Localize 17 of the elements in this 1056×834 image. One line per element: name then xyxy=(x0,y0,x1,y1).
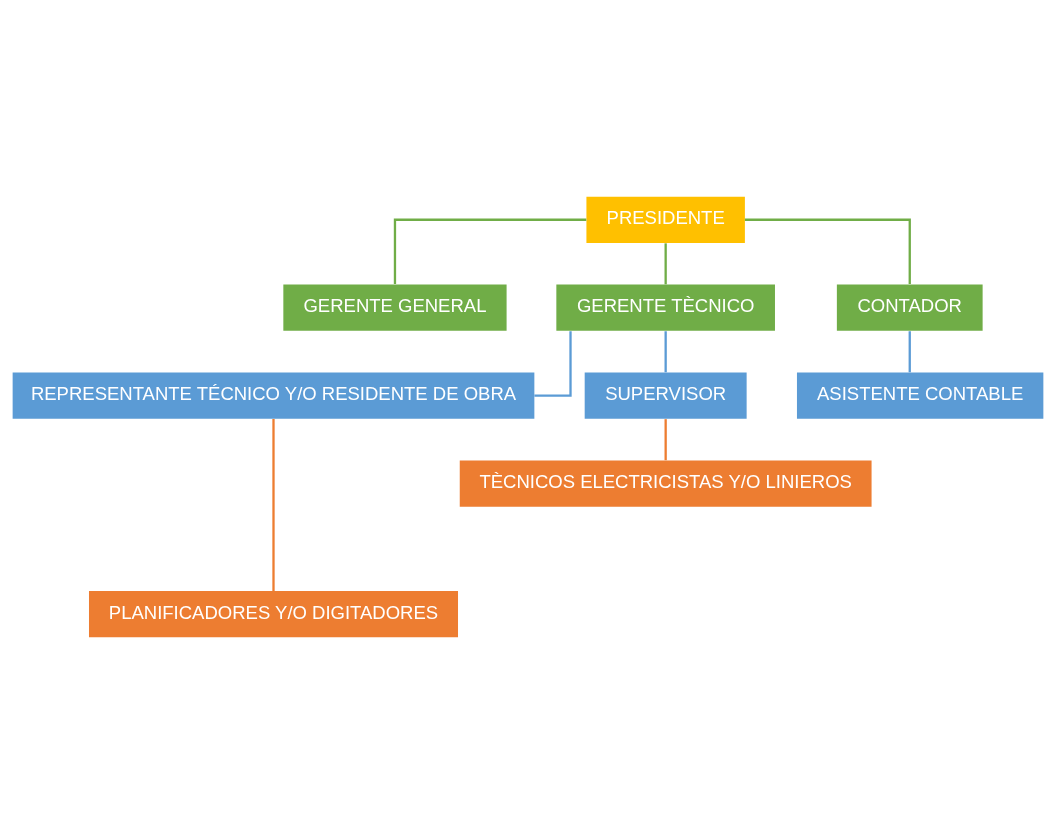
connector xyxy=(272,419,275,591)
connector xyxy=(664,243,667,285)
connector xyxy=(908,331,911,373)
connector xyxy=(664,331,667,373)
connector xyxy=(534,331,572,397)
node-box: PRESIDENTE xyxy=(586,196,745,243)
node-box: ASISTENTE CONTABLE xyxy=(796,372,1044,419)
node-box: REPRESENTANTE TÉCNICO Y/O RESIDENTE DE OBRA xyxy=(12,372,535,419)
connector xyxy=(393,218,587,285)
connector xyxy=(744,218,911,285)
node-box: TÈCNICOS ELECTRICISTAS Y/O LINIEROS xyxy=(459,460,872,507)
node-box: GERENTE TÈCNICO xyxy=(556,284,775,331)
node-box: GERENTE GENERAL xyxy=(283,284,507,331)
node-box: SUPERVISOR xyxy=(584,372,747,419)
connector xyxy=(664,419,667,461)
node-box: CONTADOR xyxy=(836,284,983,331)
node-box: PLANIFICADORES Y/O DIGITADORES xyxy=(89,591,458,638)
